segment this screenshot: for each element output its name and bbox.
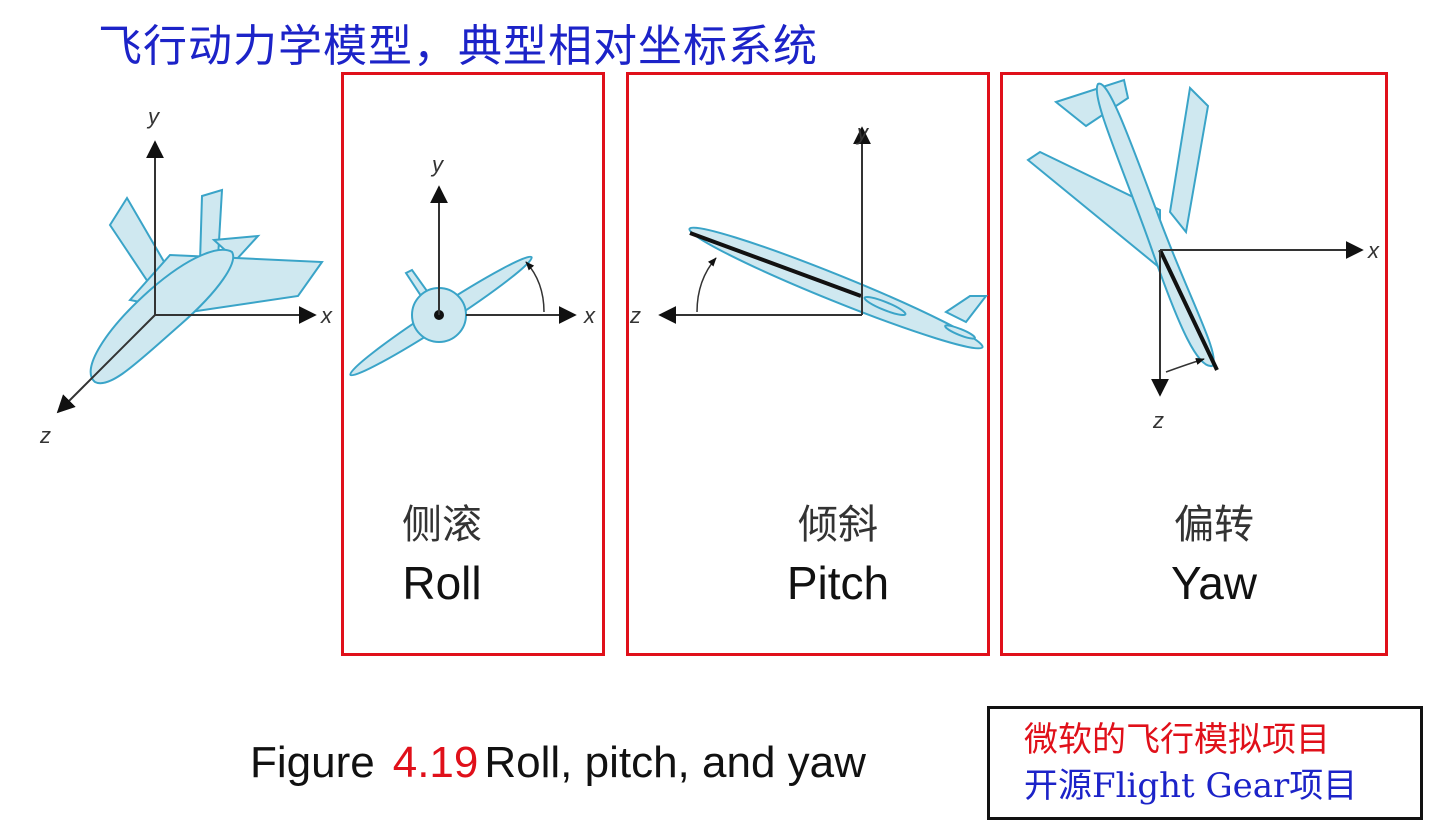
roll-figure: y x (349, 152, 596, 377)
roll-axis-label-x: x (583, 303, 596, 328)
yaw-axis-label-x: x (1367, 238, 1380, 263)
caption-prefix: Figure (250, 738, 375, 787)
roll-label-cn: 侧滚 (402, 502, 482, 548)
axis-label-z: z (39, 423, 51, 448)
yaw-axis-label-z: z (1152, 408, 1164, 433)
plane-body (89, 188, 324, 385)
roll-axis-label-y: y (430, 152, 445, 177)
note-line-2: 开源Flight Gear项目 (1024, 766, 1358, 806)
pitch-axis-label-z: z (629, 303, 641, 328)
yaw-plane (1026, 78, 1215, 368)
axis-label-y: y (146, 104, 161, 129)
axis-label-x: x (320, 303, 333, 328)
page-title: 飞行动力学模型，典型相对坐标系统 (98, 21, 818, 72)
pitch-label-en: Pitch (786, 557, 890, 609)
pitch-figure: y z (629, 120, 989, 350)
pitch-label-cn: 倾斜 (798, 502, 878, 548)
pitch-axis-label-y: y (855, 120, 870, 145)
yaw-label-en: Yaw (1170, 557, 1258, 609)
yaw-figure: x z (1026, 78, 1380, 433)
note-box: 微软的飞行模拟项目 开源Flight Gear项目 (987, 706, 1423, 820)
reference-plane-figure: y x z (39, 104, 333, 448)
pitch-panel (626, 72, 990, 656)
yaw-label-cn: 偏转 (1174, 502, 1254, 548)
roll-panel (341, 72, 605, 656)
caption-text: Roll, pitch, and yaw (484, 738, 866, 787)
note-line-1: 微软的飞行模拟项目 (1024, 720, 1330, 760)
roll-label-en: Roll (402, 557, 482, 609)
yaw-panel (1000, 72, 1388, 656)
caption-number: 4.19 (392, 738, 479, 787)
